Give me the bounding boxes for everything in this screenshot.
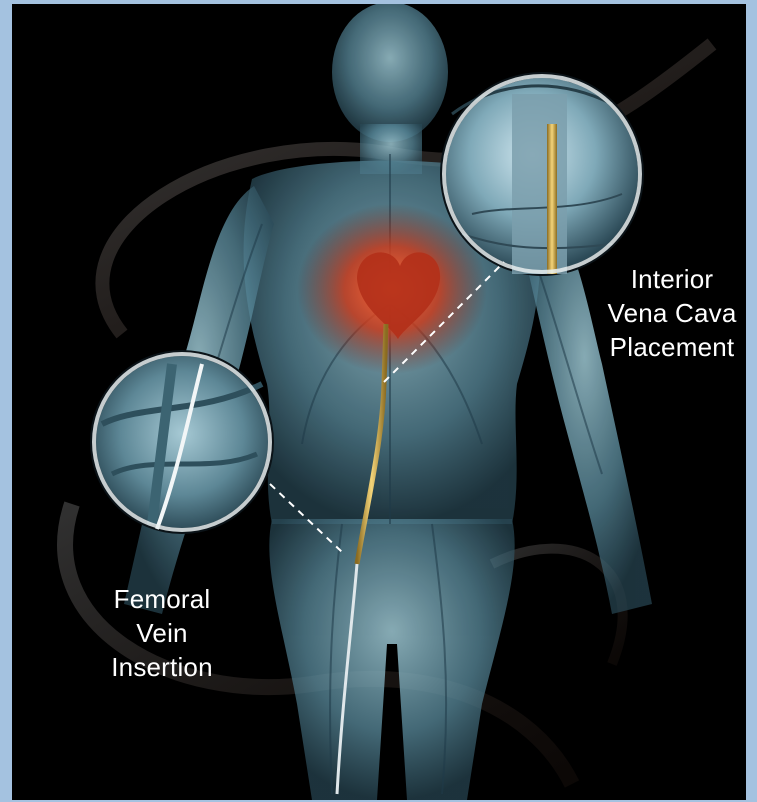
interior-label-line1: Interior bbox=[582, 262, 746, 296]
femoral-label-line3: Insertion bbox=[82, 650, 242, 684]
vena-cava-magnifier bbox=[440, 72, 644, 276]
interior-label-line3: Placement bbox=[582, 330, 746, 364]
femoral-label-line2: Vein bbox=[82, 616, 242, 650]
femoral-label-line1: Femoral bbox=[82, 582, 242, 616]
anatomy-illustration: Interior Vena Cava Placement Femoral Vei… bbox=[12, 4, 746, 800]
interior-vena-cava-label: Interior Vena Cava Placement bbox=[582, 262, 746, 364]
femoral-vein-magnifier bbox=[90, 350, 274, 534]
femoral-vein-label: Femoral Vein Insertion bbox=[82, 582, 242, 684]
interior-label-line2: Vena Cava bbox=[582, 296, 746, 330]
